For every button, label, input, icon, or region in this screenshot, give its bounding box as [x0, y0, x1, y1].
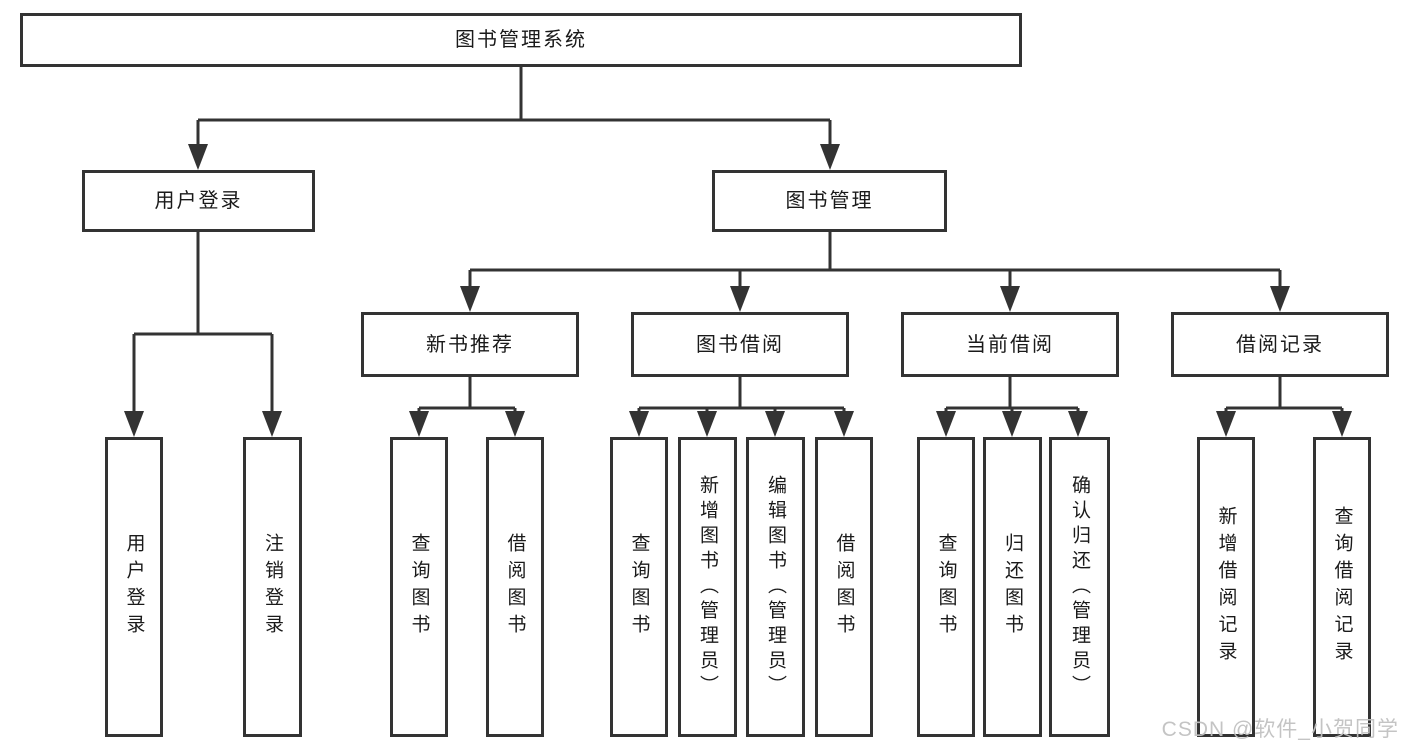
node-borrowing-records: 借阅记录 [1171, 312, 1389, 377]
csdn-watermark: CSDN @软件_小贺同学 [1161, 718, 1399, 741]
leaf-borrow-books-recommend: 借阅图书 [486, 437, 544, 737]
leaf-query-books-borrow: 查询图书 [610, 437, 668, 737]
leaf-query-borrow-record: 查询借阅记录 [1313, 437, 1371, 737]
leaf-user-login: 用户登录 [105, 437, 163, 737]
node-root: 图书管理系统 [20, 13, 1022, 67]
node-current-borrowing: 当前借阅 [901, 312, 1119, 377]
node-book-borrowing: 图书借阅 [631, 312, 849, 377]
leaf-borrow-books-borrow: 借阅图书 [815, 437, 873, 737]
node-user-login: 用户登录 [82, 170, 315, 232]
leaf-return-book: 归还图书 [983, 437, 1042, 737]
node-book-management: 图书管理 [712, 170, 947, 232]
node-new-book-recommendation: 新书推荐 [361, 312, 579, 377]
leaf-logout: 注销登录 [243, 437, 302, 737]
leaf-query-books-current: 查询图书 [917, 437, 975, 737]
leaf-add-book-admin: 新增图书（管理员） [678, 437, 737, 737]
leaf-edit-book-admin: 编辑图书（管理员） [746, 437, 805, 737]
leaf-add-borrow-record: 新增借阅记录 [1197, 437, 1255, 737]
leaf-confirm-return-admin: 确认归还（管理员） [1049, 437, 1110, 737]
leaf-query-books-recommend: 查询图书 [390, 437, 448, 737]
